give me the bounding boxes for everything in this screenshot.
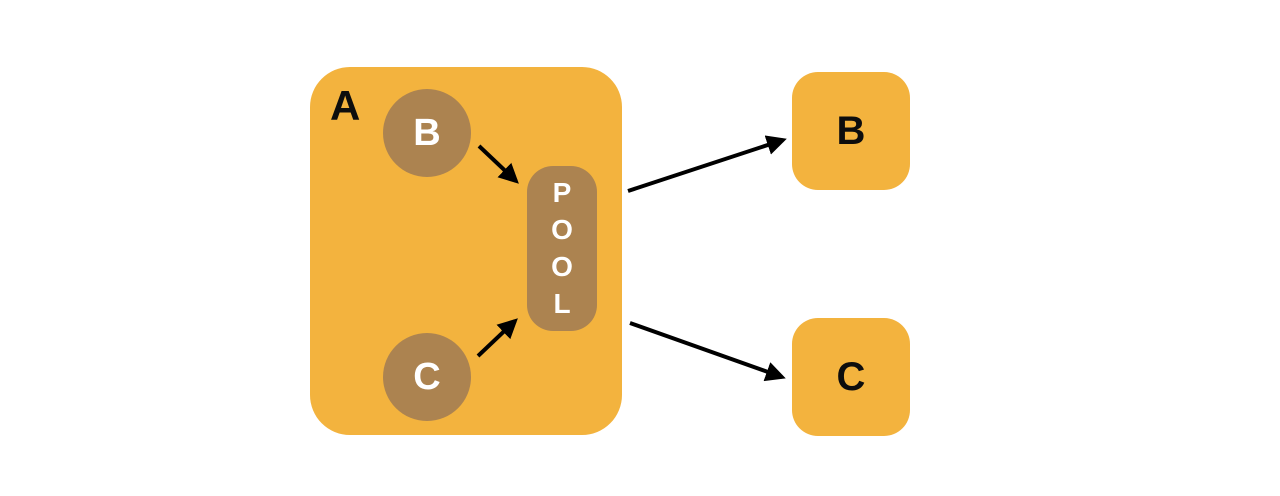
inner-node-b-label: B <box>413 111 441 154</box>
pool-letter-3: O <box>551 251 573 282</box>
outer-node-c-label: C <box>836 354 866 399</box>
arrow-container-a-to-outer-b <box>627 135 787 193</box>
container-node-a: A B C P O O L <box>310 67 622 435</box>
pool-letter-4: L <box>553 288 571 319</box>
container-a-label: A <box>330 82 361 129</box>
outer-node-c: C <box>792 318 910 436</box>
inner-node-c: C <box>383 333 471 421</box>
outer-node-b-label: B <box>836 108 866 153</box>
pool-letter-1: P <box>552 177 572 208</box>
inner-node-c-label: C <box>413 355 441 398</box>
pool-letter-2: O <box>551 214 573 245</box>
outer-node-b: B <box>792 72 910 190</box>
pool-node: P O O L <box>527 166 597 331</box>
inner-node-b: B <box>383 89 471 177</box>
arrow-container-a-to-outer-c <box>629 321 786 382</box>
